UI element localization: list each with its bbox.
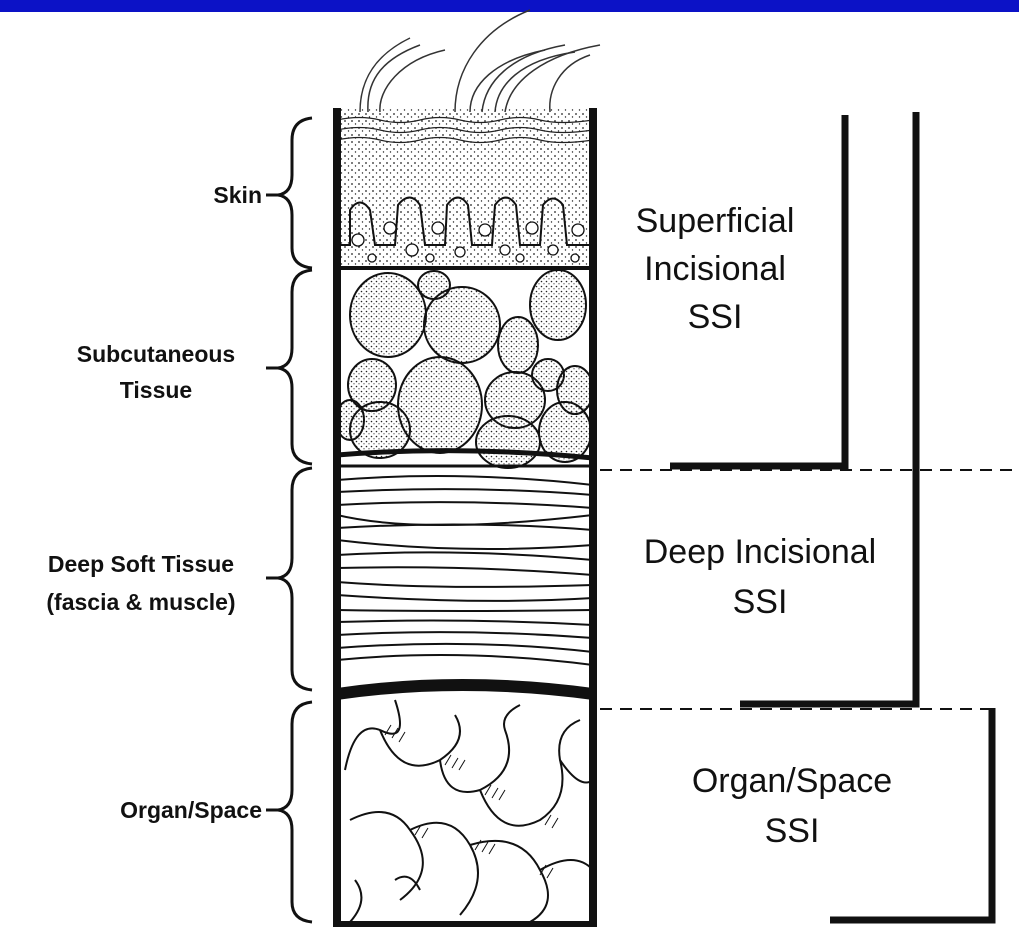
subcutaneous-label-line1: Subcutaneous: [77, 341, 235, 367]
skin-layer: [337, 108, 593, 268]
organ-space-layer: [345, 700, 593, 922]
organ-space-ssi-line2: SSI: [765, 812, 820, 850]
deep-soft-tissue-label-line2: (fascia & muscle): [46, 589, 235, 615]
organ-space-label: Organ/Space: [120, 797, 262, 823]
superficial-incisional-line1: Superficial: [636, 202, 795, 240]
deep-incisional-line1: Deep Incisional: [644, 533, 876, 571]
organ-shading: [385, 725, 558, 878]
tissue-column: [336, 108, 593, 922]
brace-ticks: [266, 195, 280, 810]
superficial-incisional-line3: SSI: [688, 298, 743, 336]
subcutaneous-label-line2: Tissue: [120, 377, 192, 403]
subcutaneous-layer: [336, 270, 593, 468]
superficial-incisional-line2: Incisional: [644, 250, 786, 288]
deep-soft-tissue-label-line1: Deep Soft Tissue: [48, 551, 234, 577]
deep-soft-tissue-layer: [337, 476, 593, 665]
layer-braces: [278, 118, 312, 922]
hair-strands: [360, 10, 600, 112]
skin-label: Skin: [213, 182, 262, 208]
organ-space-ssi-line1: Organ/Space: [692, 762, 892, 800]
deep-incisional-line2: SSI: [733, 583, 788, 621]
